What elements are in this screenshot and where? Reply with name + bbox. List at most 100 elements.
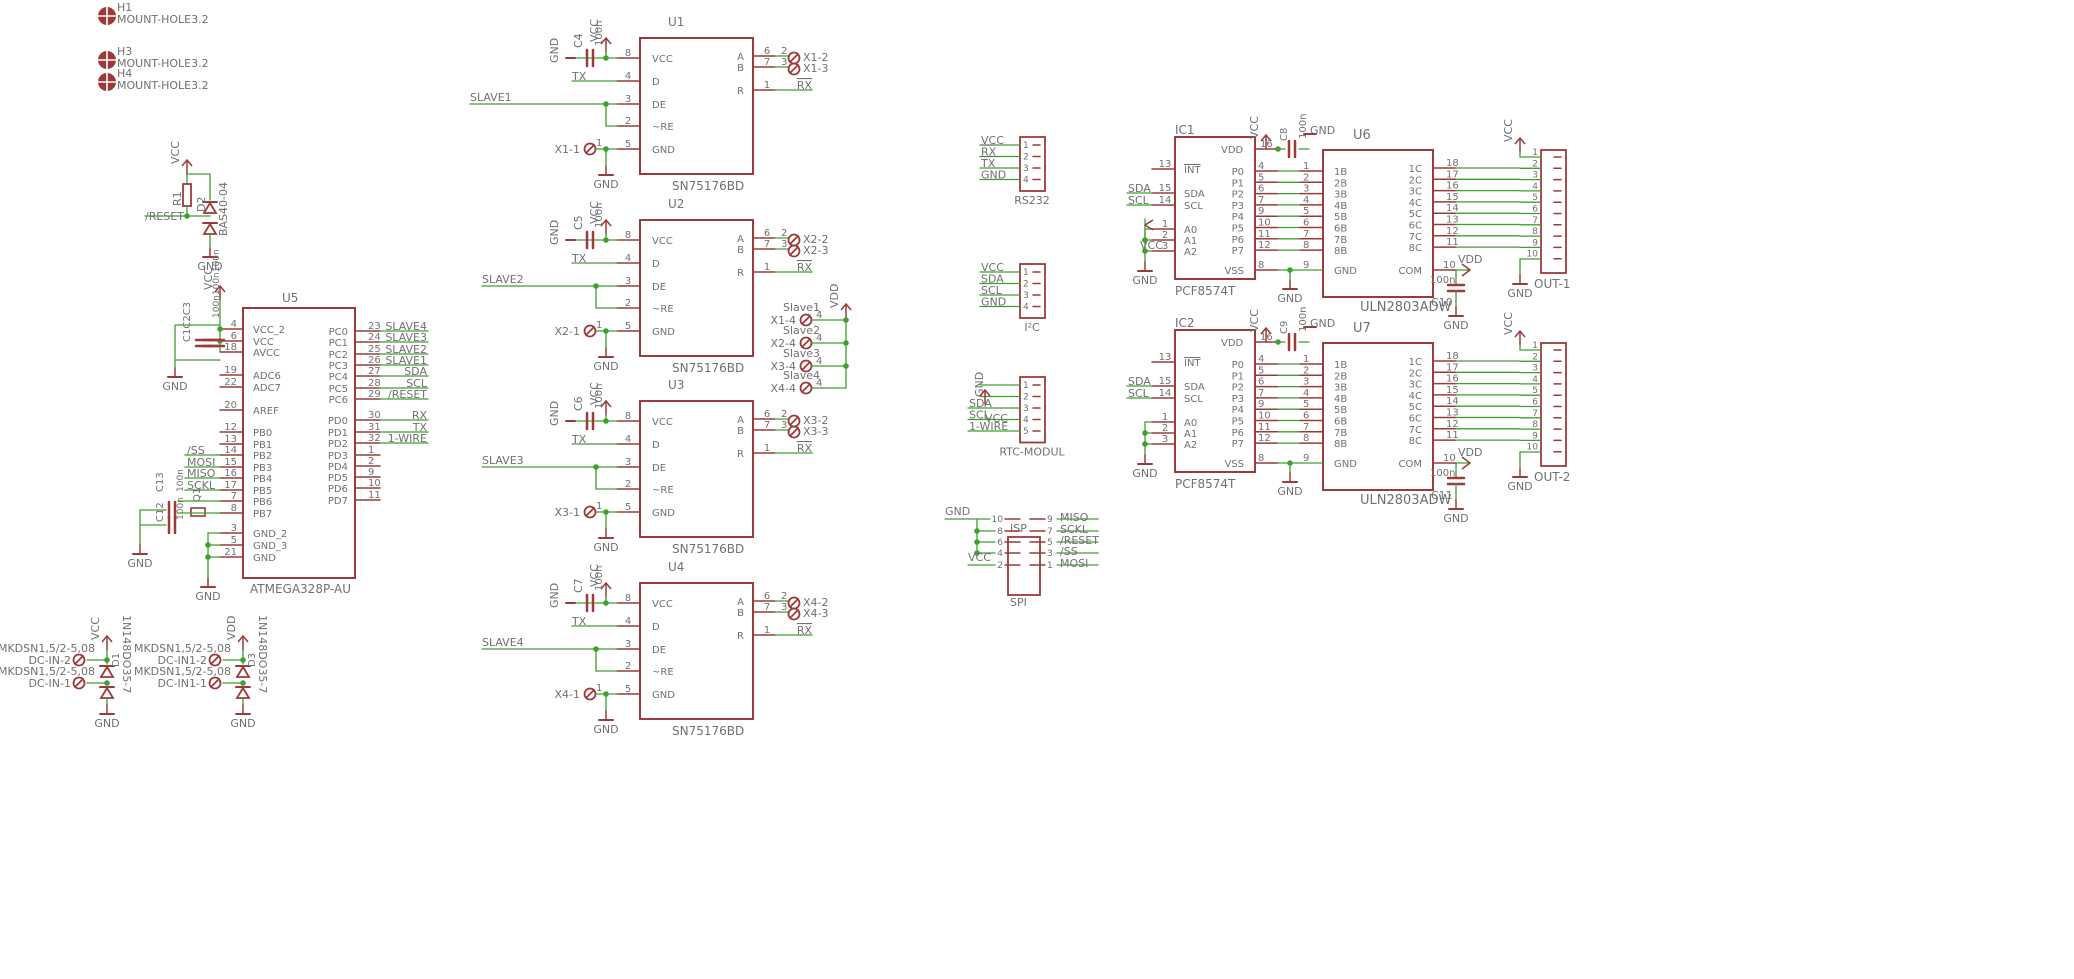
pin-number: 1 (764, 443, 770, 454)
pin-name: A (737, 234, 744, 245)
ref-label: C6 (572, 396, 585, 411)
pin-number: 27 (368, 366, 381, 377)
pin-number: 10 (1258, 218, 1271, 229)
pin-name: 6B (1334, 224, 1347, 235)
pin-number: 15 (1446, 385, 1459, 396)
pin-number: 1 (596, 320, 602, 331)
slave-label: Slave2 (783, 324, 820, 337)
ref-label: C5 (572, 215, 585, 230)
pin-number: 13 (1446, 215, 1459, 226)
power-input-d1: VCCDC-IN-2DC-IN-1MKDSN1,5/2-5,08MKDSN1,5… (0, 615, 133, 730)
junction-dot (603, 55, 609, 61)
pin-name: DE (652, 282, 666, 293)
supply-label: VDD (828, 284, 841, 308)
supply-label: VCC (588, 564, 601, 587)
pin-number: 2 (781, 591, 787, 602)
junction-dot (603, 600, 609, 606)
terminal-slash (789, 427, 799, 437)
pin-number: 1 (596, 683, 602, 694)
pin-name: GND_2 (253, 529, 287, 540)
junction-dot (1287, 460, 1293, 466)
pin-name: ADC6 (253, 371, 281, 382)
pin-number: 3 (1162, 434, 1168, 445)
value-label: PCF8574T (1175, 477, 1236, 491)
terminal-label: X4-3 (803, 607, 829, 620)
pin-name: A1 (1184, 236, 1197, 247)
pin-name: A1 (1184, 429, 1197, 440)
supply-arrow: VCC (588, 19, 612, 53)
uln-body (1322, 342, 1434, 491)
pin-number: 14 (1446, 396, 1459, 407)
pin-number: 3 (1532, 171, 1538, 181)
pin-name: 4C (1409, 198, 1422, 209)
terminal-ring (787, 244, 801, 258)
pin-name: PD6 (328, 484, 348, 495)
pin-number: 9 (1303, 453, 1309, 464)
pin-number: 10 (1527, 443, 1539, 453)
supply-arrowhead (1461, 456, 1471, 470)
decoupling-cap-c9 (1287, 332, 1297, 352)
diode-triangle (99, 686, 115, 699)
supply-label: VCC (1140, 239, 1163, 252)
pin-number: 6 (764, 228, 770, 239)
pin-name: 1B (1334, 360, 1347, 371)
net-label: RX (797, 261, 813, 274)
supply-arrowhead (1514, 330, 1526, 338)
pin-number: 1 (1303, 354, 1309, 365)
pin-name: P6 (1232, 235, 1244, 246)
pin-number: 13 (224, 434, 237, 445)
terminal-icon (208, 676, 222, 690)
ref-label: C11 (1431, 489, 1453, 502)
net-label: 1-WIRE (388, 432, 427, 445)
pin-name: AREF (253, 406, 279, 417)
pin-number: 3 (625, 639, 631, 650)
pin-number: 4 (1258, 161, 1264, 172)
pin-number: 7 (764, 239, 770, 250)
mount-hole-icon (97, 6, 117, 26)
terminal-icon (787, 244, 801, 258)
terminal-slash (74, 678, 84, 688)
pin-name: VSS (1224, 266, 1244, 277)
value-label: SN75176BD (672, 361, 744, 375)
pin-number: 1 (1023, 381, 1029, 391)
pin-number: 2 (368, 456, 374, 467)
pin-number: 4 (625, 434, 631, 445)
gnd-symbol: GND (195, 577, 221, 603)
pin-name: VDD (1221, 338, 1244, 349)
pin-number: 1 (764, 262, 770, 273)
pin-number: 3 (781, 420, 787, 431)
net-label: GND (981, 169, 1006, 182)
gnd-symbol: GND (1132, 454, 1158, 480)
pin-number: 18 (224, 342, 237, 353)
supply-label: VCC (968, 551, 991, 564)
gnd-label: GND (1310, 124, 1335, 137)
junction-dot (184, 213, 190, 219)
pin-number: 2 (1162, 230, 1168, 241)
gnd-label: GND (162, 380, 187, 393)
gnd-label: GND (548, 401, 561, 426)
gnd-symbol: GND (593, 347, 619, 373)
junction-dot (974, 528, 980, 534)
net-label: RX (797, 442, 813, 455)
pin-name: DE (652, 100, 666, 111)
supply-arrow: VCC (202, 267, 226, 301)
junction-dot (1142, 441, 1148, 447)
pin-number: 3 (1303, 377, 1309, 388)
mount-hole-icon (97, 72, 117, 92)
gnd-label: GND (1277, 292, 1302, 305)
pin-name: GND (1334, 459, 1357, 470)
ref-label: U7 (1353, 321, 1371, 336)
gnd-label: GND (1443, 319, 1468, 332)
ref-label: R1 (171, 191, 184, 206)
pin-name: DE (652, 463, 666, 474)
pin-name: P7 (1232, 439, 1244, 450)
pin-number: 8 (1303, 433, 1309, 444)
ref-label: U3 (668, 378, 684, 392)
net-label: TX (980, 157, 996, 170)
ref-label: C7 (572, 578, 585, 593)
